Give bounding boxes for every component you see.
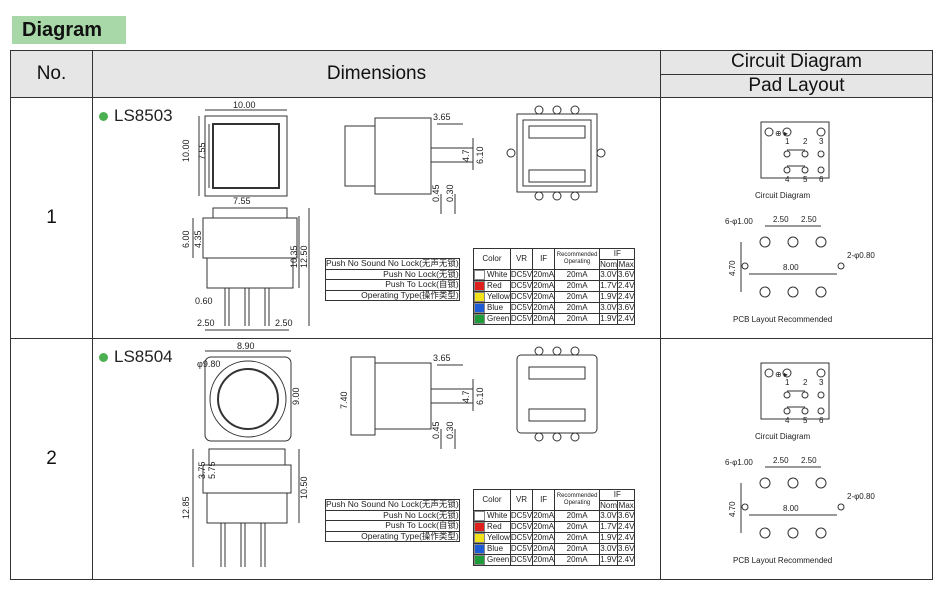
dim-s3: 10.35 [289, 245, 299, 268]
svg-text:4: 4 [785, 175, 790, 184]
header-circuit: Circuit Diagram [660, 50, 933, 75]
svg-text:⊕ ▸: ⊕ ▸ [775, 129, 788, 138]
svg-text:2.50: 2.50 [801, 215, 817, 224]
dim-pin: 0.60 [195, 296, 213, 306]
table-row: 2 LS8504 [10, 338, 933, 580]
dim-r2: 4.7 [461, 390, 471, 403]
dimensions-cell: LS8504 [92, 338, 661, 580]
dim-r4: 0.45 [431, 184, 441, 202]
svg-text:6: 6 [819, 175, 824, 184]
pad-layout-cell: ⊕ ▸ 1 2 3 4 5 6 Circuit Diagram 6-φ1.00 2.50… [660, 338, 933, 580]
model-label: LS8503 [99, 106, 173, 126]
dim-height-inner: 7.55 [197, 142, 207, 160]
hole-b-label: 2-φ0.80 [847, 251, 875, 260]
spec-table: No. Dimensions Circuit Diagram Pad Layou… [10, 50, 933, 580]
hole-b-label: 2-φ0.80 [847, 492, 875, 501]
dim-s4: 10.50 [299, 476, 309, 499]
dim-r2: 4.7 [461, 149, 471, 162]
dimension-drawing: 8.90 φ9.80 9.00 3.75 5.75 12.85 10.50 3.… [181, 341, 598, 567]
header-pad: Pad Layout [660, 73, 933, 98]
dim-r4: 0.45 [431, 421, 441, 439]
row-number: 1 [10, 97, 93, 339]
dim-height: 9.00 [291, 387, 301, 405]
dim-s1: 6.00 [181, 230, 191, 248]
svg-text:⊕ ▸: ⊕ ▸ [775, 370, 788, 379]
dim-pitch-2: 2.50 [275, 318, 293, 328]
header-no: No. [10, 50, 93, 98]
pcb-label: PCB Layout Recommended [733, 556, 832, 565]
dim-diameter: φ9.80 [197, 359, 220, 369]
bullet-icon [99, 111, 108, 121]
dim-s4: 12.50 [299, 245, 309, 268]
svg-text:2.50: 2.50 [773, 215, 789, 224]
svg-text:8.00: 8.00 [783, 504, 799, 513]
circuit-label: Circuit Diagram [755, 432, 810, 441]
svg-text:1: 1 [785, 137, 790, 146]
svg-text:4.70: 4.70 [728, 260, 737, 276]
dim-r5: 0.30 [445, 421, 455, 439]
circuit-pad-drawing: ⊕ ▸ 1 2 3 4 5 6 Circuit Diagram 6-φ1.00 2.50… [725, 121, 875, 324]
svg-text:2.50: 2.50 [801, 456, 817, 465]
svg-text:6: 6 [819, 416, 824, 425]
header-dimensions: Dimensions [92, 50, 661, 98]
hole-a-label: 6-φ1.00 [725, 458, 753, 467]
dim-s2: 5.75 [207, 461, 217, 479]
dim-top-width: 8.90 [237, 341, 255, 351]
svg-text:3: 3 [819, 137, 824, 146]
dim-top-width: 10.00 [233, 100, 256, 110]
svg-text:1: 1 [785, 378, 790, 387]
svg-text:2: 2 [803, 378, 808, 387]
dim-s2: 4.35 [193, 230, 203, 248]
table-row: 1 LS8503 [10, 97, 933, 339]
hole-a-label: 6-φ1.00 [725, 217, 753, 226]
svg-text:4.70: 4.70 [728, 501, 737, 517]
dim-bottom-width: 7.55 [233, 196, 251, 206]
dim-r3: 6.10 [475, 146, 485, 164]
pad-layout-cell: ⊕ ▸ 1 2 3 4 5 6 Circuit Diagram 6-φ1.00 2.50… [660, 97, 933, 339]
dim-r1: 3.65 [433, 353, 451, 363]
dim-r1: 3.65 [433, 112, 451, 122]
operating-type-table: Push No Sound No Lock(无声无锁) Push No Lock… [325, 258, 460, 301]
bullet-icon [99, 352, 108, 362]
circuit-pad-drawing: ⊕ ▸ 1 2 3 4 5 6 Circuit Diagram 6-φ1.00 2.50… [725, 362, 875, 565]
dim-s3: 12.85 [181, 496, 191, 519]
dim-r6: 7.40 [339, 391, 349, 409]
dimension-drawing: 10.00 10.00 7.55 7.55 6.00 4.35 10.35 12… [181, 100, 606, 331]
svg-text:4: 4 [785, 416, 790, 425]
svg-text:2.50: 2.50 [773, 456, 789, 465]
svg-text:5: 5 [803, 416, 808, 425]
dim-height-outer: 10.00 [181, 139, 191, 162]
svg-text:2: 2 [803, 137, 808, 146]
banner-title: Diagram [12, 16, 126, 44]
model-label: LS8504 [99, 347, 173, 367]
dim-s1: 3.75 [197, 461, 207, 479]
svg-text:5: 5 [803, 175, 808, 184]
row-number: 2 [10, 338, 93, 580]
pcb-label: PCB Layout Recommended [733, 315, 832, 324]
circuit-label: Circuit Diagram [755, 191, 810, 200]
dim-r5: 0.30 [445, 184, 455, 202]
dim-r3: 6.10 [475, 387, 485, 405]
dimensions-cell: LS8503 [92, 97, 661, 339]
svg-text:3: 3 [819, 378, 824, 387]
operating-type-table: Push No Sound No Lock(无声无锁) Push No Lock… [325, 499, 460, 542]
dim-pitch-1: 2.50 [197, 318, 215, 328]
svg-text:8.00: 8.00 [783, 263, 799, 272]
